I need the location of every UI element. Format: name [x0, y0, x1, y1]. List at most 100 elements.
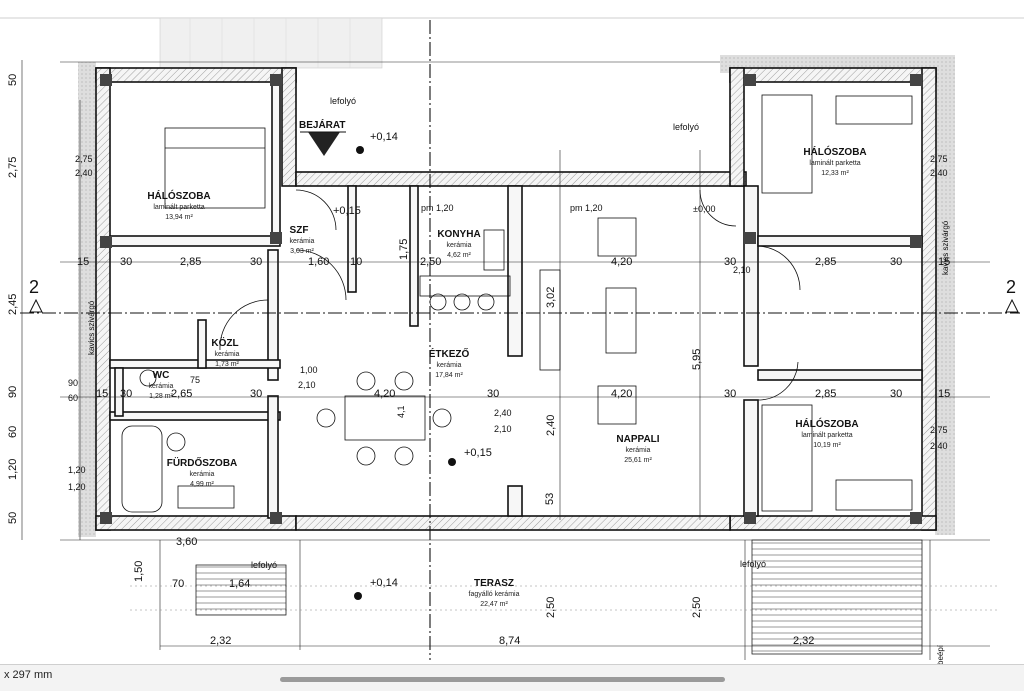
- svg-text:1,50: 1,50: [133, 561, 145, 582]
- room-floor: laminált parketta: [809, 160, 860, 167]
- room-name: HÁLÓSZOBA: [803, 145, 866, 158]
- svg-text:30: 30: [120, 256, 132, 268]
- svg-text:2,65: 2,65: [171, 388, 192, 400]
- drain-label-3: lefolyó: [251, 560, 277, 570]
- svg-text:30: 30: [724, 256, 736, 268]
- room-floor: kerámia: [149, 383, 174, 390]
- room-halo2: HÁLÓSZOBA laminált parketta 12,33 m²: [803, 145, 866, 177]
- axis-marker-left: 2: [29, 277, 39, 297]
- svg-text:15: 15: [77, 256, 89, 268]
- room-halo1: HÁLÓSZOBA laminált parketta 13,94 m²: [147, 189, 210, 221]
- svg-text:70: 70: [172, 578, 184, 590]
- svg-text:50: 50: [7, 512, 19, 524]
- room-name: HÁLÓSZOBA: [795, 417, 858, 430]
- svg-text:53: 53: [544, 493, 556, 505]
- gravel-band-left: [78, 62, 96, 537]
- status-bar: x 297 mm: [0, 664, 1024, 691]
- room-floor: kerámia: [290, 238, 315, 245]
- svg-text:4,20: 4,20: [611, 256, 632, 268]
- level-entrance: +0,14: [370, 131, 398, 143]
- drain-label-1: lefolyó: [330, 96, 356, 106]
- svg-text:60: 60: [7, 426, 19, 438]
- door-swings: [219, 189, 801, 401]
- right-vertical-dimensions: 2,75 2,40 2,75 2,40 5,95 3,02 2,40 53 1,…: [398, 154, 948, 505]
- room-floor: laminált parketta: [153, 204, 204, 211]
- room-name: NAPPALI: [616, 434, 659, 445]
- svg-text:2,40: 2,40: [545, 415, 557, 436]
- svg-text:30: 30: [250, 256, 262, 268]
- gravel-label-right: kavics szivárgó: [941, 220, 950, 275]
- room-name: KÖZL: [211, 336, 238, 349]
- room-name: TERASZ: [474, 578, 514, 589]
- structural-columns: [100, 74, 922, 524]
- svg-text:2,40: 2,40: [930, 441, 948, 451]
- svg-text:50: 50: [7, 74, 19, 86]
- dimension-row-397: 15 30 2,65 30 4,20 30 4,20 30 2,85 30 15: [96, 388, 950, 400]
- room-terasz: TERASZ fagyálló kerámia 22,47 m²: [469, 578, 520, 608]
- svg-text:30: 30: [890, 256, 902, 268]
- svg-text:2,32: 2,32: [793, 635, 814, 647]
- room-wc: WC kerámia 1,28 m²: [149, 370, 174, 400]
- level-living: ±0,00: [693, 204, 715, 214]
- svg-text:1,20: 1,20: [68, 482, 86, 492]
- svg-text:2,32: 2,32: [210, 635, 231, 647]
- svg-text:30: 30: [487, 388, 499, 400]
- room-area: 4,99 m²: [190, 481, 214, 488]
- svg-text:2,10: 2,10: [494, 424, 512, 434]
- room-floor: kerámia: [190, 471, 215, 478]
- svg-text:8,74: 8,74: [499, 635, 520, 647]
- svg-text:3,02: 3,02: [545, 287, 557, 308]
- drain-label-4: lefolyó: [740, 559, 766, 569]
- room-kozl: KÖZL kerámia 1,73 m²: [211, 336, 239, 368]
- svg-text:1,64: 1,64: [229, 578, 250, 590]
- built-in-label: beépí: [936, 644, 945, 665]
- entry-paving-grid: [189, 18, 351, 68]
- svg-text:30: 30: [250, 388, 262, 400]
- room-floor: kerámia: [437, 362, 462, 369]
- interior-walls: [109, 81, 923, 519]
- page-size-readout: x 297 mm: [4, 669, 53, 681]
- top-strip: [0, 0, 1024, 18]
- entrance-marker: [300, 131, 346, 156]
- svg-text:pm 1,20: pm 1,20: [421, 203, 454, 213]
- svg-text:15: 15: [938, 388, 950, 400]
- svg-text:2,85: 2,85: [815, 388, 836, 400]
- level-szf: +0,15: [333, 205, 361, 217]
- terrace-dimensions: 3,60 1,50 70 1,64 2,32 8,74 2,32 2,50 2,…: [133, 536, 814, 647]
- svg-text:2,40: 2,40: [930, 168, 948, 178]
- room-area: 12,33 m²: [821, 170, 849, 177]
- level-dining: +0,15: [464, 447, 492, 459]
- svg-text:4,20: 4,20: [611, 388, 632, 400]
- svg-text:4,20: 4,20: [374, 388, 395, 400]
- svg-text:3,60: 3,60: [176, 536, 197, 548]
- room-name: SZF: [290, 225, 309, 236]
- interior-dimensions: 1,00 2,10 2,40 2,10 2,10 pm 1,20 pm 1,20…: [190, 203, 751, 434]
- entrance-label: BEJÁRAT: [299, 118, 345, 131]
- svg-text:15: 15: [938, 256, 950, 268]
- exterior-walls: [95, 67, 937, 531]
- svg-text:1,20: 1,20: [68, 465, 86, 475]
- room-halo3: HÁLÓSZOBA laminált parketta 10,19 m²: [795, 417, 858, 449]
- svg-text:90: 90: [7, 386, 19, 398]
- svg-text:2,45: 2,45: [7, 294, 19, 315]
- room-floor: kerámia: [447, 242, 472, 249]
- svg-text:2,85: 2,85: [180, 256, 201, 268]
- svg-text:90: 90: [68, 378, 78, 388]
- svg-text:1,20: 1,20: [7, 459, 19, 480]
- left-vertical-dimensions: 50 2,75 2,45 90 60 1,20 50 2,75 2,40 90 …: [7, 74, 93, 524]
- axis-marker-2: [29, 298, 1019, 313]
- dimension-row-262: 15 30 2,85 30 1,60 10 2,50 4,20 30 2,85 …: [77, 256, 950, 268]
- terrace-area: [130, 539, 1000, 655]
- svg-text:30: 30: [890, 388, 902, 400]
- room-name: HÁLÓSZOBA: [147, 189, 210, 202]
- room-area: 1,28 m²: [149, 393, 173, 400]
- svg-text:2,10: 2,10: [733, 265, 751, 275]
- room-nappali: NAPPALI kerámia 25,61 m²: [616, 434, 659, 464]
- room-etkezo: ÉTKEZŐ kerámia 17,84 m²: [429, 347, 470, 379]
- room-name: FÜRDŐSZOBA: [167, 456, 238, 469]
- room-area: 3,03 m²: [290, 248, 314, 255]
- svg-text:2,10: 2,10: [298, 380, 316, 390]
- svg-text:15: 15: [96, 388, 108, 400]
- horizontal-scrollbar[interactable]: [280, 677, 725, 682]
